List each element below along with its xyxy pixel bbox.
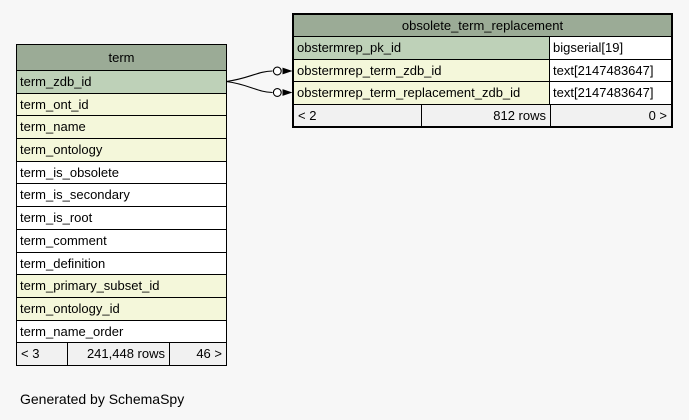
hidden-children-count: 46 > [169,343,226,365]
row-count: 241,448 rows [67,343,169,365]
hidden-parents-count: < 3 [21,346,40,362]
hidden-children-count: 0 > [550,104,671,126]
odot-icon [272,66,282,76]
arrowhead-icon [282,89,293,96]
column-term_ontology: term_ontology [17,139,226,162]
column-obstermrep_term_zdb_id: obstermrep_term_zdb_id [294,59,549,81]
column-term_is_obsolete: term_is_obsolete [17,161,226,185]
column-term_name_order: term_name_order [17,320,226,344]
table-obsolete_term_replacement-footer: < 2 812 rows 0 > [294,104,671,126]
column-term_is_secondary: term_is_secondary [17,184,226,208]
fk-connector-term-zdb-id-to-obstermrep-term-zdb-id [225,66,293,83]
column-row-obstermrep_term_replacement_zdb_id: obstermrep_term_replacement_zdb_id text[… [294,82,671,105]
table-term-title[interactable]: term [17,45,226,71]
column-term_name: term_name [17,116,226,140]
column-type-obstermrep_term_zdb_id: text[2147483647] [549,59,671,81]
table-obsolete_term_replacement-title[interactable]: obsolete_term_replacement [294,15,671,37]
arrowhead-icon [282,67,293,75]
column-term_ontology_id: term_ontology_id [17,297,226,321]
column-obstermrep_term_replacement_zdb_id: obstermrep_term_replacement_zdb_id [294,82,549,104]
table-obsolete_term_replacement[interactable]: obsolete_term_replacement obstermrep_pk_… [292,13,673,128]
column-term_is_root: term_is_root [17,207,226,230]
column-term_definition: term_definition [17,252,226,276]
column-term_comment: term_comment [17,229,226,253]
row-count: 812 rows [421,104,550,126]
odot-icon [272,88,282,97]
column-term_ont_id: term_ont_id [17,93,226,117]
column-term_zdb_id: term_zdb_id [17,71,226,94]
hidden-parents-count: < 2 [298,107,317,123]
table-term[interactable]: term term_zdb_id term_ont_id term_name t… [16,44,227,366]
column-term_primary_subset_id: term_primary_subset_id [17,275,226,298]
column-row-obstermrep_term_zdb_id: obstermrep_term_zdb_id text[2147483647] [294,59,671,82]
column-obstermrep_pk_id: obstermrep_pk_id [294,37,549,59]
column-row-obstermrep_pk_id: obstermrep_pk_id bigserial[19] [294,37,671,60]
fk-connector-term-zdb-id-to-obstermrep-term-replacement-zdb-id [225,80,293,97]
schemaspy-credit: Generated by SchemaSpy [20,391,185,407]
column-type-obstermrep_pk_id: bigserial[19] [549,37,671,59]
column-type-obstermrep_term_replacement_zdb_id: text[2147483647] [549,82,671,104]
table-term-footer: < 3 241,448 rows 46 > [17,343,226,365]
